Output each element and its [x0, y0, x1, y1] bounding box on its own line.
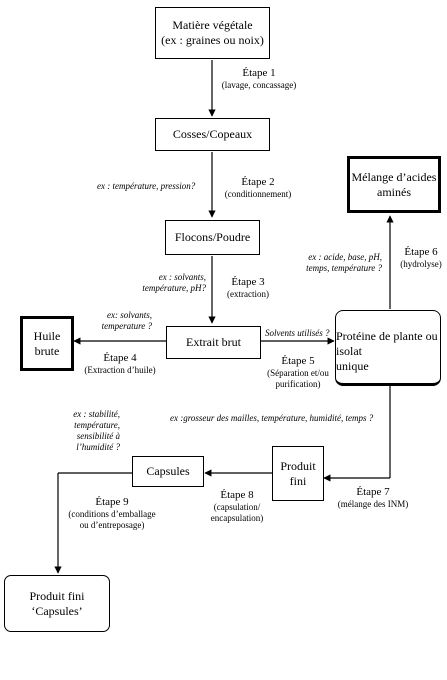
note-step-9: ex : stabilité, température, sensibilité…	[60, 409, 120, 453]
step-3-sub: (extraction)	[227, 289, 269, 299]
step-2-sub: (conditionnement)	[224, 189, 292, 199]
step-8-sub1: (capsulation/	[213, 502, 261, 512]
step-1: Étape 1 (lavage, concassage)	[220, 67, 298, 91]
step-7-sub: (mélange des INM)	[337, 499, 409, 509]
note-step-3: ex : solvants, température, pH?	[128, 272, 206, 294]
step-9-title: Étape 9	[95, 496, 129, 508]
step-8-title: Étape 8	[220, 489, 254, 501]
box-cosses-label: Cosses/Copeaux	[172, 127, 253, 141]
box-produit-fini-capsules: Produit fini ‘Capsules’	[4, 575, 110, 632]
note-step-9-line2: température,	[74, 420, 120, 430]
box-final-line2: ‘Capsules’	[31, 603, 83, 618]
note-step-3-line1: ex : solvants,	[158, 272, 206, 282]
box-proteine: Protéine de plante ou isolat unique	[335, 310, 441, 386]
box-flocons: Flocons/Poudre	[165, 220, 260, 255]
box-proteine-line2: isolat	[336, 343, 362, 358]
note-step-2: ex : température, pression?	[97, 181, 196, 191]
step-1-title: Étape 1	[242, 67, 276, 79]
step-7: Étape 7 (mélange des INM)	[334, 486, 412, 510]
box-proteine-line1: Protéine de plante ou	[336, 328, 438, 343]
box-capsules: Capsules	[132, 456, 204, 487]
box-extrait-brut: Extrait brut	[166, 326, 261, 359]
box-huile-line2: brute	[34, 343, 60, 358]
note-step-4: ex: solvants, temperature ?	[88, 310, 152, 332]
step-3: Étape 3 (extraction)	[220, 276, 276, 300]
step-3-title: Étape 3	[231, 276, 265, 288]
step-6-sub: (hydrolyse)	[400, 259, 442, 269]
step-7-title: Étape 7	[356, 486, 390, 498]
box-capsules-label: Capsules	[146, 464, 190, 478]
box-produit-line1: Produit	[280, 458, 316, 473]
note-step-9-line4: l’humidité ?	[76, 442, 120, 452]
step-9-sub1: (conditions d’emballage	[68, 509, 156, 519]
note-step-4-line2: temperature ?	[101, 321, 152, 331]
note-step-9-line1: ex : stabilité,	[73, 409, 120, 419]
step-9: Étape 9 (conditions d’emballage ou d’ent…	[66, 496, 158, 531]
step-6-title: Étape 6	[404, 246, 438, 258]
step-4-title: Étape 4	[103, 352, 137, 364]
note-step-5: Solvents utilisés ?	[265, 328, 330, 338]
box-matiere-title: Matière végétale	[172, 18, 253, 32]
note-step-4-line1: ex: solvants,	[107, 310, 152, 320]
step-9-sub2: ou d’entreposage)	[79, 520, 145, 530]
box-proteine-line3: unique	[336, 358, 369, 373]
box-matiere-vegetale: Matière végétale (ex : graines ou noix)	[155, 7, 270, 59]
step-5-title: Étape 5	[281, 355, 315, 367]
step-5: Étape 5 (Séparation et/ou purification)	[262, 355, 334, 390]
box-cosses: Cosses/Copeaux	[155, 118, 270, 151]
step-4: Étape 4 (Extraction d’huile)	[80, 352, 160, 376]
note-step-3-line2: température, pH?	[142, 283, 206, 293]
step-8-sub2: encapsulation)	[210, 513, 264, 523]
box-huile-line1: Huile	[33, 328, 61, 343]
step-5-sub1: (Séparation et/ou	[267, 368, 329, 378]
note-step-7: ex :grosseur des mailles, température, h…	[170, 413, 374, 423]
step-2: Étape 2 (conditionnement)	[218, 176, 298, 200]
box-melange-line1: Mélange d’acides	[351, 169, 437, 184]
note-step-6-line1: ex : acide, base, pH,	[308, 252, 382, 262]
step-6: Étape 6 (hydrolyse)	[398, 246, 444, 270]
step-2-title: Étape 2	[241, 176, 275, 188]
box-produit-line2: fini	[289, 473, 307, 488]
box-matiere-sub: (ex : graines ou noix)	[161, 33, 264, 47]
step-4-sub: (Extraction d’huile)	[84, 365, 156, 375]
box-extrait-label: Extrait brut	[186, 335, 241, 349]
box-produit-fini: Produit fini	[272, 446, 324, 501]
box-final-line1: Produit fini	[29, 588, 85, 603]
note-step-9-line3: sensibilité à	[76, 431, 120, 441]
note-step-6-line2: temps, température ?	[306, 263, 382, 273]
box-melange-acides: Mélange d’acides aminés	[347, 156, 441, 213]
box-melange-line2: aminés	[377, 184, 411, 199]
box-huile-brute: Huile brute	[20, 316, 74, 371]
note-step-6: ex : acide, base, pH, temps, température…	[296, 252, 382, 274]
box-flocons-label: Flocons/Poudre	[174, 230, 251, 244]
step-5-sub2: purification)	[275, 379, 321, 389]
step-8: Étape 8 (capsulation/ encapsulation)	[206, 489, 268, 524]
step-1-sub: (lavage, concassage)	[221, 80, 297, 90]
